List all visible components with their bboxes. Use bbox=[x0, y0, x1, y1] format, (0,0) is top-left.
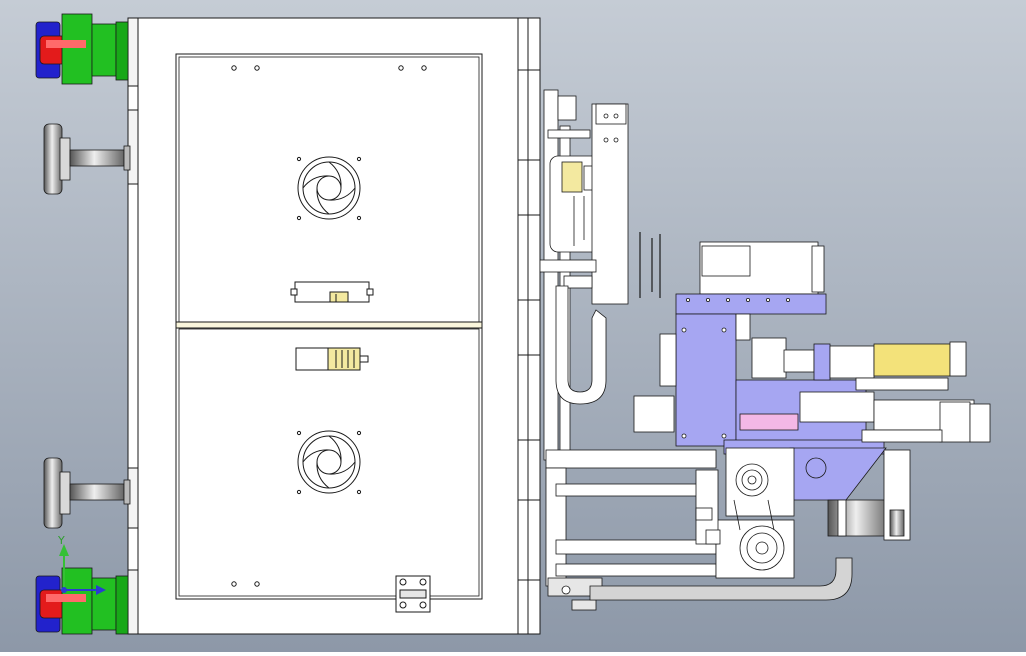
rail-ticks bbox=[518, 69, 540, 581]
pulley-lower-icon bbox=[715, 499, 795, 579]
caster-top bbox=[35, 13, 129, 85]
rail-assembly bbox=[539, 89, 629, 461]
side-bracket bbox=[695, 469, 721, 545]
door-latch-top[interactable] bbox=[290, 281, 374, 303]
roller-set bbox=[827, 449, 911, 541]
coordinate-triad-icon bbox=[59, 544, 106, 595]
servo-motor-upper bbox=[751, 337, 967, 391]
cabinet-rail bbox=[527, 17, 541, 635]
cabinet-right-post bbox=[517, 17, 529, 635]
lower-frame bbox=[545, 449, 853, 611]
door-hinge-block bbox=[395, 575, 431, 613]
leveling-foot-bottom bbox=[43, 457, 131, 529]
fan-top-icon bbox=[296, 156, 362, 221]
pulley-upper-icon bbox=[725, 447, 795, 517]
cable-guide bbox=[639, 232, 661, 298]
door-seam bbox=[175, 321, 483, 329]
fan-bottom-icon bbox=[296, 430, 362, 495]
servo-motor-lower bbox=[861, 399, 991, 443]
slide-housing bbox=[633, 241, 887, 501]
leveling-foot-top bbox=[43, 123, 131, 195]
caster-bottom bbox=[35, 567, 129, 635]
axis-label-y: Y bbox=[58, 534, 65, 547]
door-latch-bottom[interactable] bbox=[295, 347, 369, 371]
